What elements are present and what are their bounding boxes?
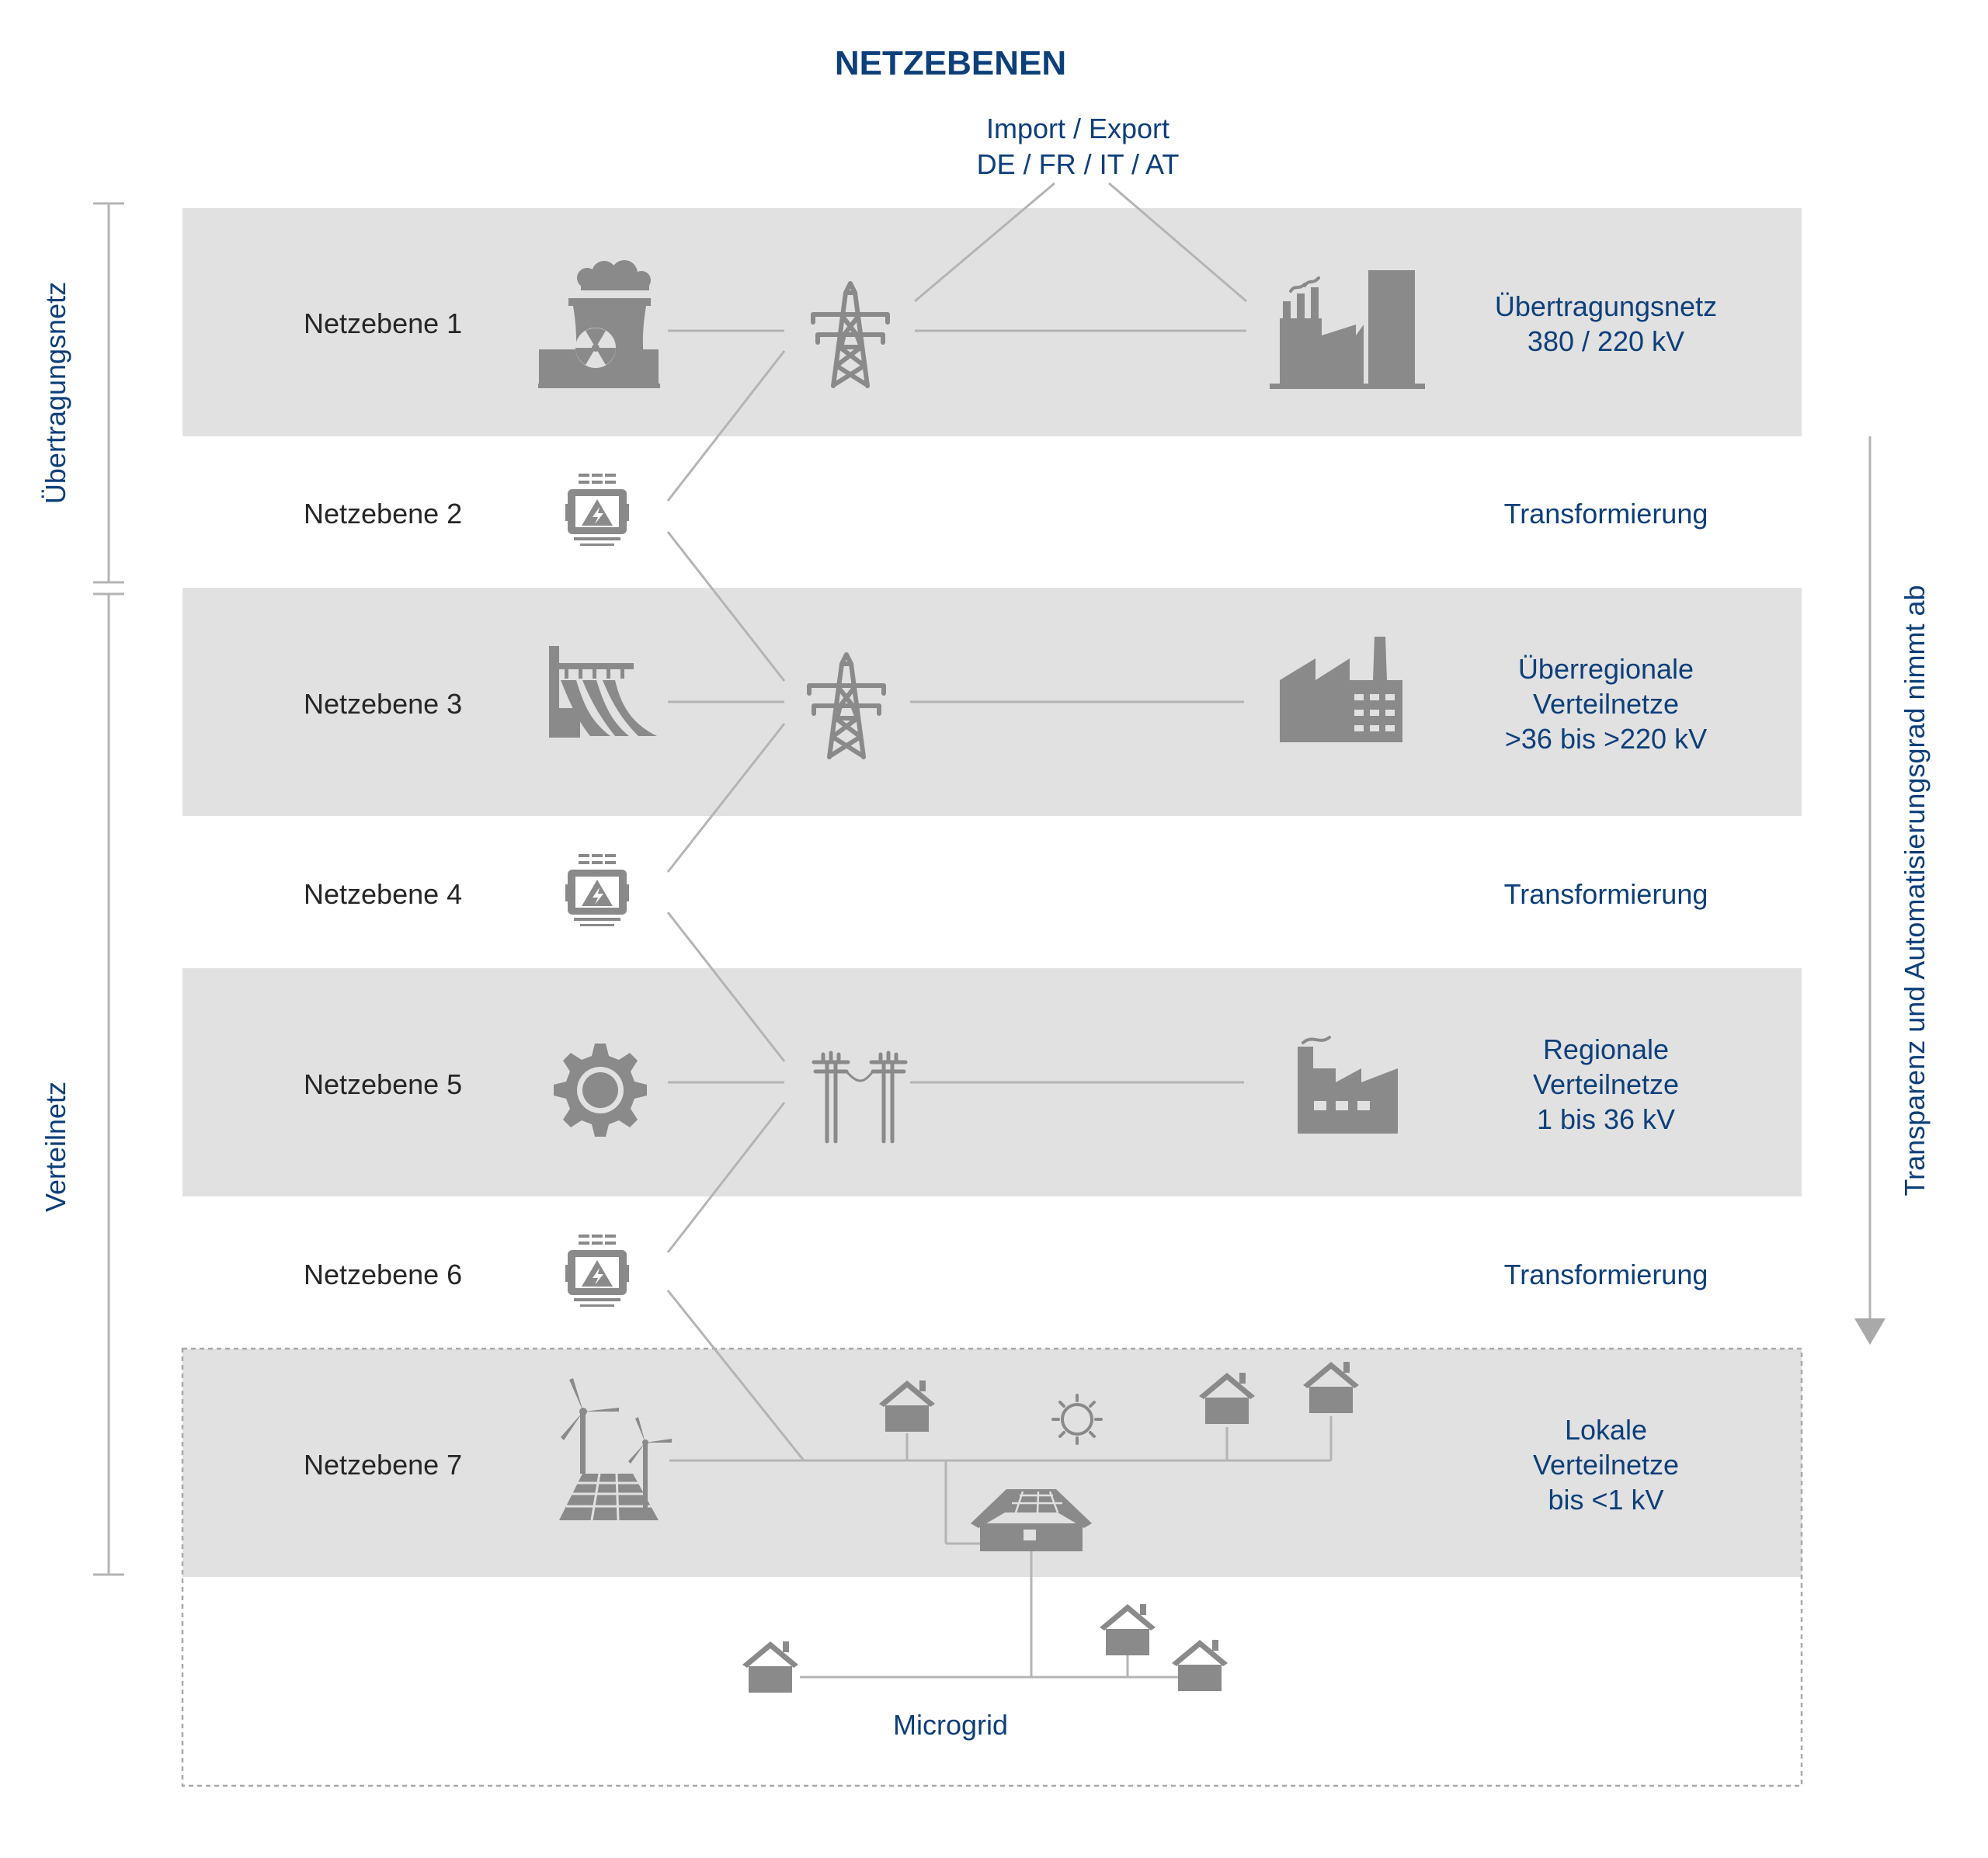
level-description: Verteilnetze	[1533, 1449, 1679, 1481]
side-label-uebertragungsnetz: Übertragungsnetz	[40, 282, 71, 504]
level-description: bis <1 kV	[1548, 1484, 1663, 1516]
house-icon	[742, 1641, 798, 1693]
bracket-uebertragungsnetz	[93, 202, 124, 584]
import-export-countries: DE / FR / IT / AT	[977, 148, 1180, 180]
microgrid-label: Microgrid	[893, 1709, 1008, 1741]
connection-lines	[666, 182, 1333, 1679]
level-description: Lokale	[1565, 1414, 1647, 1446]
level-description: Transformierung	[1504, 498, 1708, 530]
level-description: Transformierung	[1504, 1259, 1708, 1290]
level-label: Netzebene 4	[304, 878, 462, 910]
right-arrow	[1854, 436, 1885, 1345]
level-label: Netzebene 2	[304, 498, 462, 530]
level-description: Transformierung	[1504, 878, 1708, 910]
house-icon	[1100, 1604, 1156, 1655]
level-label: Netzebene 1	[304, 307, 462, 339]
level-label: Netzebene 5	[304, 1068, 462, 1100]
transformer-icon	[565, 1235, 629, 1307]
level-label: Netzebene 3	[304, 688, 462, 720]
transformer-icon	[565, 474, 629, 546]
industry-icon	[1280, 637, 1402, 742]
level-description: 380 / 220 kV	[1527, 325, 1684, 357]
factory-icon	[1270, 270, 1425, 389]
level-description: Übertragungsnetz	[1495, 290, 1717, 322]
level-label: Netzebene 7	[304, 1449, 462, 1481]
microgrid-frame	[181, 1347, 1803, 1787]
solar-house-icon	[971, 1489, 1092, 1551]
page-title: NETZEBENEN	[835, 44, 1066, 82]
level-description: Überregionale	[1518, 653, 1694, 685]
band-netzebene-1	[182, 208, 1802, 436]
level-description: 1 bis 36 kV	[1537, 1103, 1675, 1135]
wind-solar-icon	[559, 1378, 672, 1521]
level-description: Verteilnetze	[1533, 1068, 1679, 1100]
transformer-icon	[565, 854, 629, 926]
level-description: Verteilnetze	[1533, 688, 1679, 720]
level-description: Regionale	[1543, 1033, 1669, 1065]
hydro-dam-icon	[549, 646, 657, 738]
right-arrow-label: Transparenz und Automatisierungsgrad nim…	[1899, 585, 1931, 1196]
import-export-label: Import / Export	[986, 113, 1170, 144]
level-description: >36 bis >220 kV	[1505, 723, 1707, 755]
house-icon	[1172, 1640, 1228, 1691]
side-label-verteilnetz: Verteilnetz	[40, 1082, 71, 1212]
small-factory-icon	[1298, 1036, 1398, 1134]
level-label: Netzebene 6	[304, 1259, 462, 1290]
distribution-pole-icon	[812, 1051, 908, 1144]
turbine-gear-icon	[554, 1044, 647, 1137]
nuclear-plant-icon	[538, 260, 660, 388]
sun-icon	[1051, 1394, 1103, 1445]
bracket-verteilnetz	[93, 592, 124, 1576]
